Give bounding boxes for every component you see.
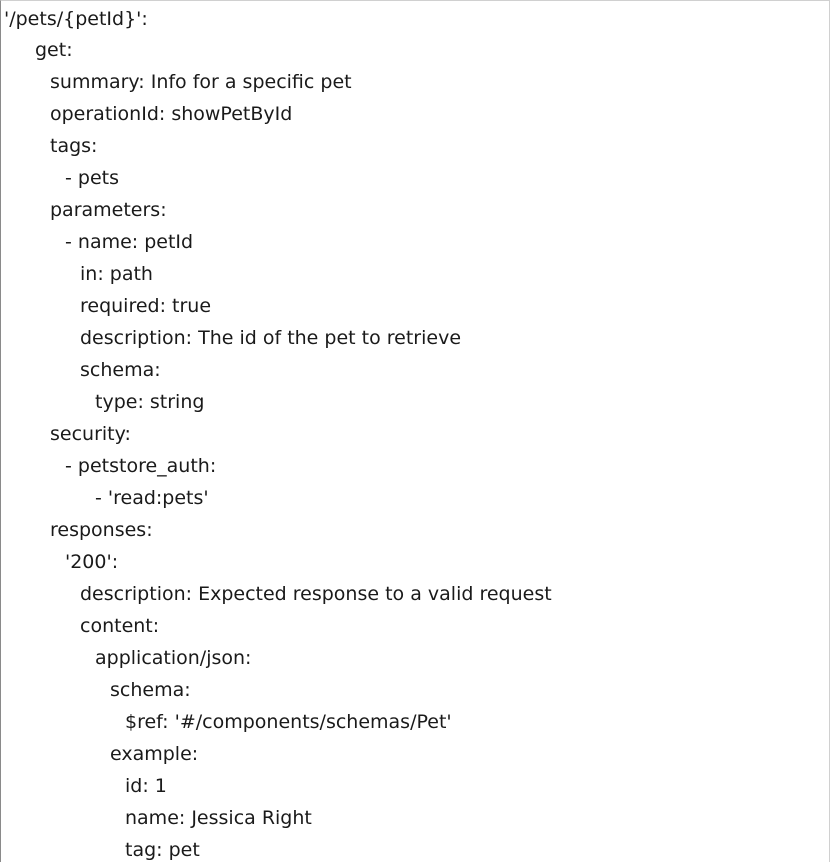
yaml-line-responses: responses: xyxy=(50,519,153,541)
yaml-line-param-description: description: The id of the pet to retrie… xyxy=(80,327,462,349)
yaml-line-example-name: name: Jessica Right xyxy=(125,807,312,829)
yaml-line-param-required: required: true xyxy=(80,295,212,317)
yaml-line-param-name: - name: petId xyxy=(65,231,194,253)
yaml-line-tags: tags: xyxy=(50,135,98,157)
yaml-line-response-description: description: Expected response to a vali… xyxy=(80,583,552,605)
yaml-line-example-id: id: 1 xyxy=(125,775,167,797)
yaml-line-operation-id: operationId: showPetById xyxy=(50,103,293,125)
yaml-line-security-item: - petstore_auth: xyxy=(65,455,217,477)
yaml-line-parameters: parameters: xyxy=(50,199,167,221)
yaml-line-content: content: xyxy=(80,615,160,637)
yaml-line-response-schema: schema: xyxy=(110,679,191,701)
yaml-line-param-schema: schema: xyxy=(80,359,161,381)
yaml-line-ref: $ref: '#/components/schemas/Pet' xyxy=(125,711,452,733)
yaml-code-lines: '/pets/{petId}': get: summary: Info for … xyxy=(4,1,552,865)
yaml-line-example-tag: tag: pet xyxy=(125,839,200,861)
yaml-line-status-200: '200': xyxy=(65,551,119,573)
yaml-line-get: get: xyxy=(35,39,73,61)
yaml-line-param-type: type: string xyxy=(95,391,205,413)
yaml-line-security: security: xyxy=(50,423,131,445)
yaml-line-tag-item: - pets xyxy=(65,167,119,189)
yaml-line-path-key: '/pets/{petId}': xyxy=(4,8,148,30)
yaml-line-example: example: xyxy=(110,743,199,765)
yaml-line-media-type: application/json: xyxy=(95,647,252,669)
yaml-line-security-scope: - 'read:pets' xyxy=(95,487,209,509)
yaml-line-summary: summary: Info for a specific pet xyxy=(50,71,352,93)
yaml-line-param-in: in: path xyxy=(80,263,153,285)
